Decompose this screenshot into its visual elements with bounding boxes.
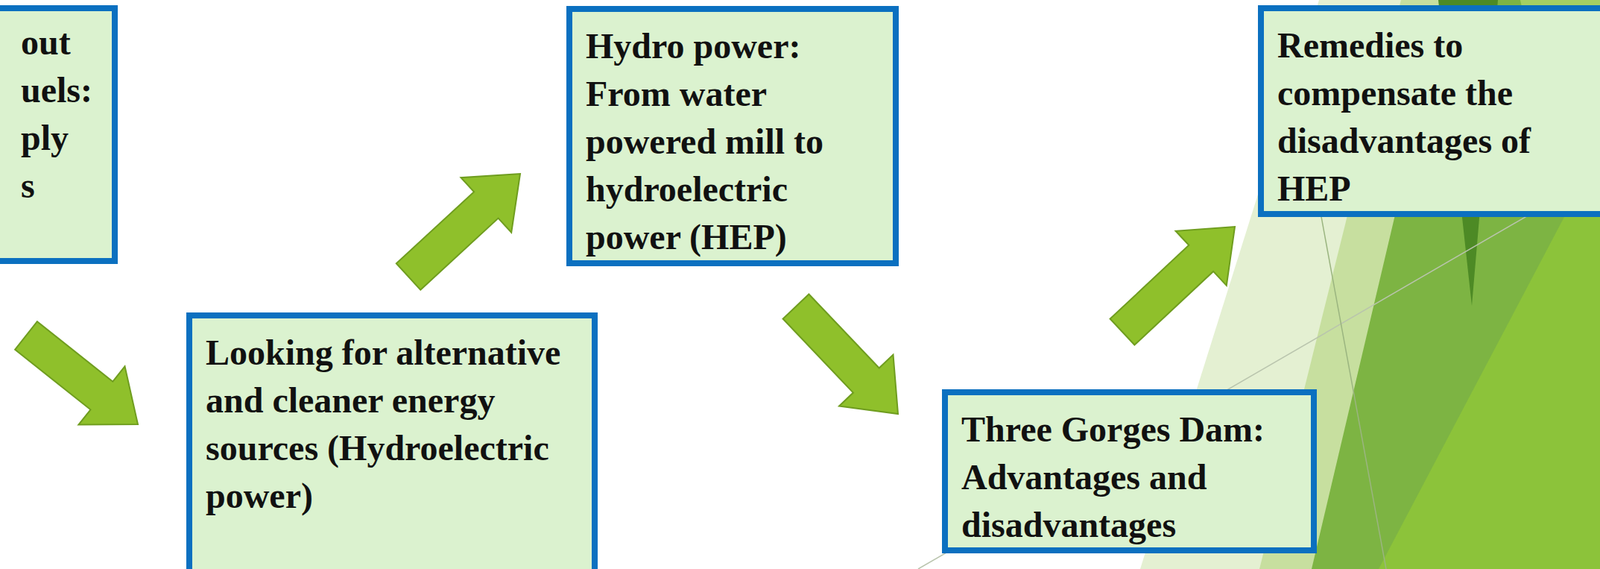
block-arrow — [783, 294, 898, 415]
block-arrow — [1110, 226, 1235, 346]
block-arrow — [396, 173, 521, 290]
box-text: out uels: ply s — [5, 18, 103, 210]
process-box: Hydro power: From water powered mill to … — [566, 5, 899, 267]
process-box: Three Gorges Dam: Advantages and disadva… — [941, 389, 1317, 553]
box-text: Hydro power: From water powered mill to … — [585, 22, 881, 261]
box-text: Looking for alternative and cleaner ener… — [205, 328, 579, 520]
block-arrow — [14, 321, 138, 425]
process-box: out uels: ply s — [0, 5, 118, 264]
process-box: Remedies to compensate the disadvantages… — [1257, 5, 1600, 217]
box-text: Remedies to compensate the disadvantages… — [1277, 21, 1588, 213]
box-text: Three Gorges Dam: Advantages and disadva… — [961, 405, 1299, 549]
decor-line — [1311, 163, 1387, 569]
process-box: Looking for alternative and cleaner ener… — [186, 312, 598, 569]
decor-line — [918, 173, 1600, 569]
